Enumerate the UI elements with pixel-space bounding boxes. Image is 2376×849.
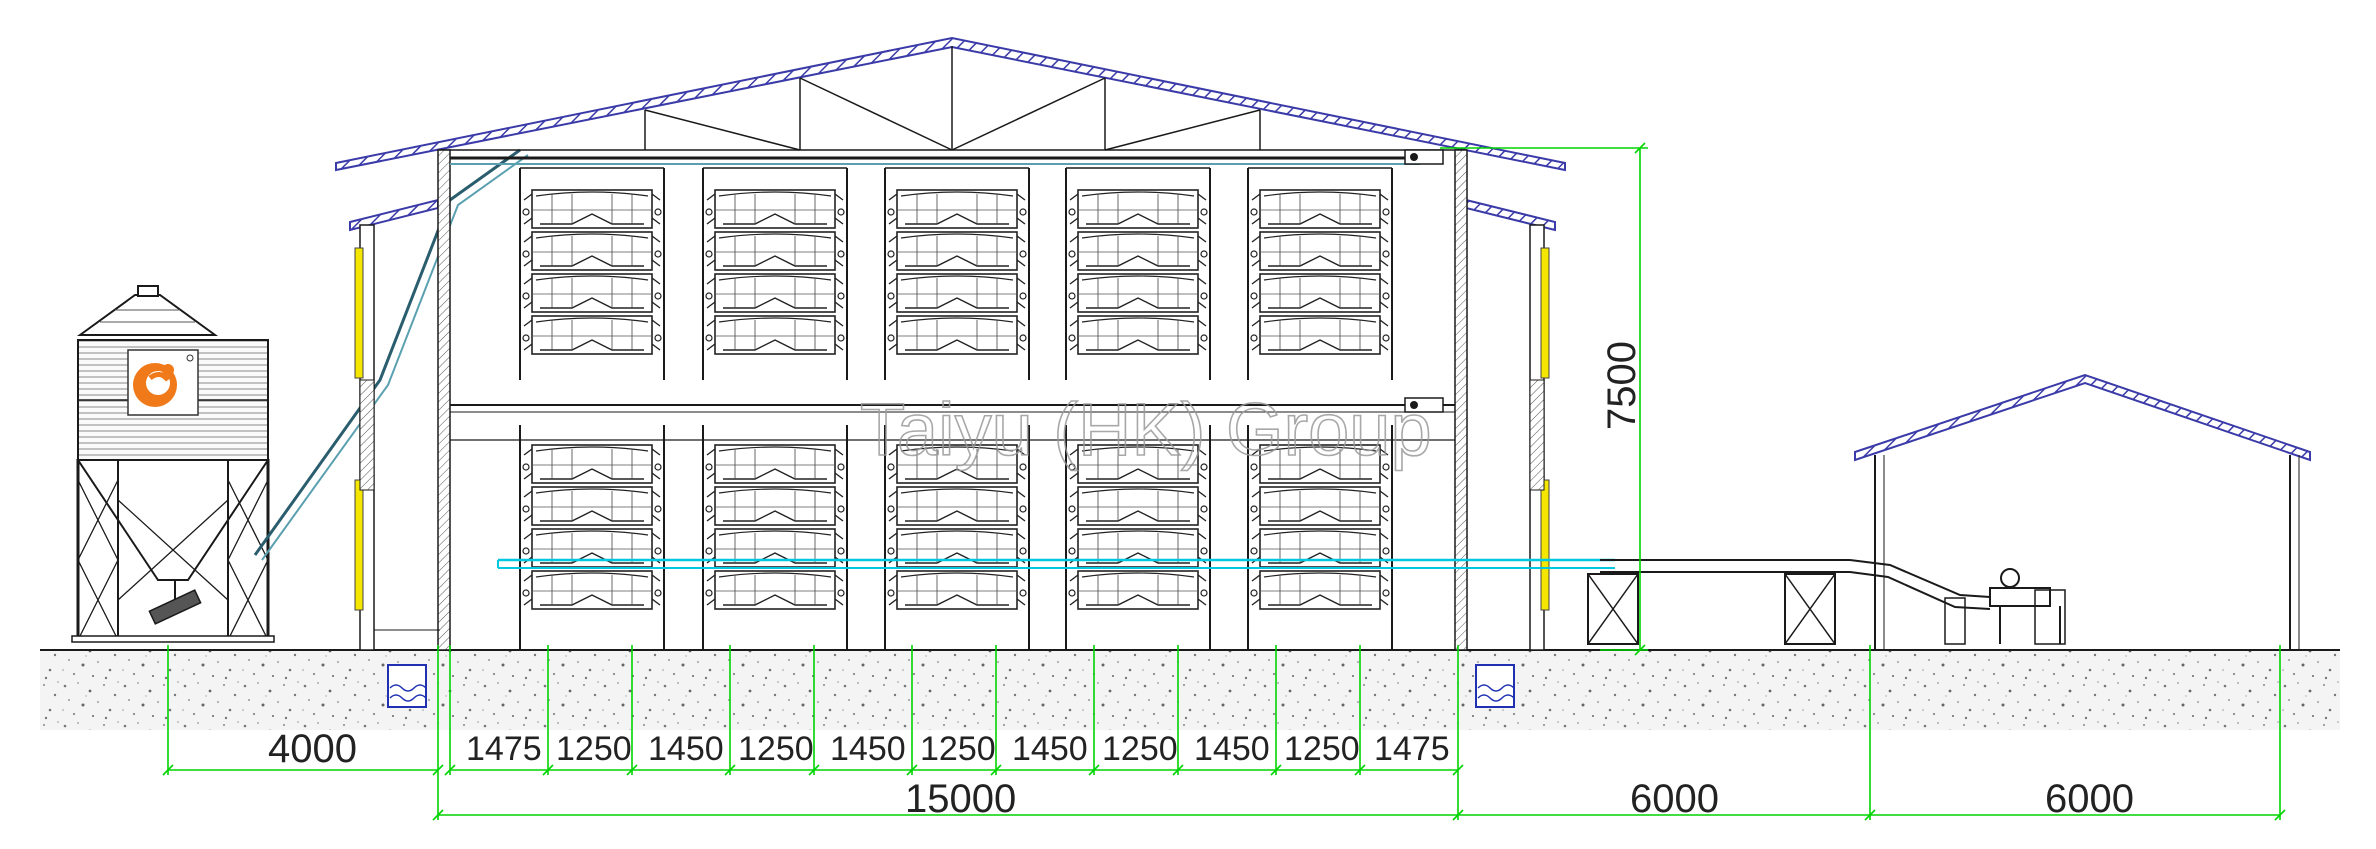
cage-stacks-upper: [519, 167, 1393, 380]
dim-height: 7500: [1600, 341, 1644, 430]
dim-aisle-section: 6000: [1630, 777, 1719, 821]
dim-bay-10: 1250: [1284, 730, 1360, 768]
main-roof: [335, 36, 1566, 172]
dim-shed-width: 6000: [2045, 777, 2134, 821]
dim-bay-7: 1450: [1012, 730, 1088, 768]
dim-bay-3: 1450: [648, 730, 724, 768]
dim-silo-to-house: 4000: [268, 727, 357, 771]
right-wall: [1454, 149, 1550, 651]
watermark: Taiyu (HK) Group: [860, 388, 1432, 471]
dimension-lines: [162, 142, 2286, 821]
feed-silo-icon: [71, 285, 275, 643]
shed: [1854, 373, 2311, 650]
dim-bay-1: 1475: [466, 730, 542, 768]
ground: [40, 650, 2340, 730]
roof-truss: [440, 46, 1465, 151]
dim-bay-5: 1450: [830, 730, 906, 768]
drain-left: [387, 664, 427, 708]
dim-bay-9: 1450: [1194, 730, 1270, 768]
dim-bay-2: 1250: [556, 730, 632, 768]
dim-house-width: 15000: [905, 777, 1016, 821]
dim-bay-8: 1250: [1102, 730, 1178, 768]
dim-bay-11: 1475: [1374, 730, 1450, 768]
dimension-labels: 4000 15000 6000 6000 7500 1475 1250 1450…: [268, 341, 2134, 821]
dim-bay-4: 1250: [738, 730, 814, 768]
drain-right: [1475, 664, 1515, 708]
chicken-logo-icon: [127, 349, 199, 416]
external-conveyor: [1587, 559, 2066, 645]
dim-bay-6: 1250: [920, 730, 996, 768]
left-wall: [354, 149, 451, 651]
cage-stacks-lower: [519, 425, 1393, 650]
egg-conveyor: [497, 558, 1615, 569]
